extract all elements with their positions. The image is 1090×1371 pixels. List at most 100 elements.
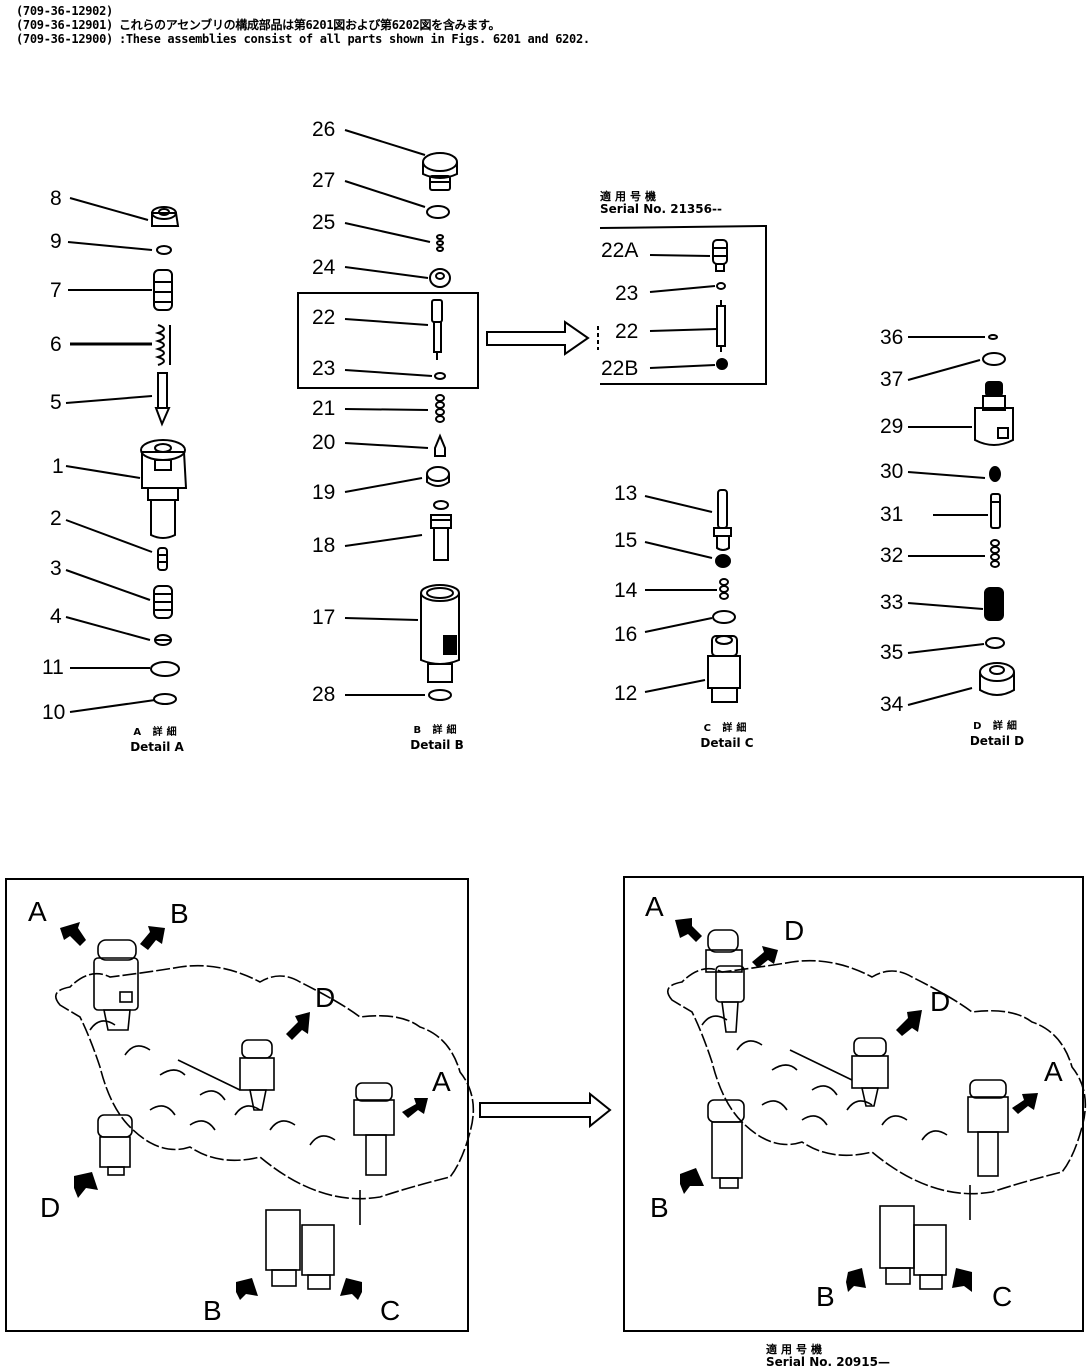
callout-14: 14 [614, 579, 638, 602]
detail-d-caption-jp: D 詳細 [973, 721, 1021, 732]
callout-37: 37 [880, 368, 904, 391]
right-label-d-mid: D [930, 986, 951, 1017]
callout-9: 9 [50, 230, 62, 253]
part-13-stem-icon [713, 489, 732, 551]
right-label-c-bottom: C [992, 1281, 1013, 1312]
part-number-3: (709-36-12900) [16, 32, 113, 46]
valve-block-outline [54, 964, 475, 1200]
right-pointer-arrows [675, 918, 1038, 1292]
left-assembly-drawing [54, 939, 475, 1290]
part-33-spring-icon [984, 587, 1004, 621]
part-24-nut-icon [429, 268, 451, 288]
callout-23-inset: 23 [615, 282, 639, 305]
note-english: :These assemblies consist of all parts s… [118, 32, 590, 46]
inset-serial-en: Serial No. 21356-- [600, 202, 722, 216]
detail-b-caption: B 詳細 Detail B [392, 724, 482, 752]
right-serial-jp: 適用号機 [766, 1343, 826, 1356]
callout-21: 21 [312, 397, 336, 420]
detail-a-caption-jp: A 詳細 [133, 727, 181, 738]
inset-leaders [649, 254, 718, 369]
right-valve-a-right-icon [967, 1079, 1009, 1177]
part-10-o-ring-icon [153, 693, 177, 705]
callout-27: 27 [312, 169, 336, 192]
part-22a-icon [712, 239, 728, 272]
detail-b-leaders [344, 129, 433, 696]
part-34-nut-icon [979, 662, 1015, 696]
right-assembly-frame [623, 876, 1084, 1332]
part-number-1: (709-36-12902) [16, 4, 113, 18]
pointer-b3-icon [680, 1168, 704, 1194]
part-1-valve-body-icon [140, 439, 188, 539]
right-label-b-low: B [650, 1192, 669, 1223]
part-6-spring-icon [154, 324, 171, 366]
part-7-spring-seat-icon [153, 269, 173, 311]
part-23-o-ring-icon [434, 372, 446, 380]
detail-a-caption: A 詳細 Detail A [112, 726, 202, 754]
arrow-right-bottom-icon [479, 1091, 612, 1129]
part-3-spring-icon [153, 585, 173, 619]
callout-22a: 22A [601, 239, 639, 262]
detail-b-caption-en: Detail B [410, 738, 464, 752]
detail-d-leaders [907, 336, 988, 706]
callout-11: 11 [42, 656, 64, 679]
detail-d-caption-en: Detail D [969, 734, 1025, 748]
callout-2: 2 [50, 507, 62, 530]
right-label-a-right: A [1044, 1056, 1063, 1087]
part-25-spring-icon [436, 234, 444, 252]
callout-16: 16 [614, 623, 638, 646]
right-label-b-bottom: B [816, 1281, 835, 1312]
callout-15: 15 [614, 529, 638, 552]
callout-1: 1 [52, 455, 64, 478]
part-8-nut-icon [151, 206, 180, 227]
inset-parts [712, 239, 728, 370]
pointer-b2-icon [236, 1278, 258, 1300]
right-assembly-drawing [666, 929, 1087, 1290]
left-pointer-arrows [60, 922, 428, 1300]
pointer-d4-icon [896, 1010, 922, 1036]
part-12-plug-icon [707, 635, 741, 703]
header-line-3: (709-36-12900) :These assemblies consist … [16, 33, 596, 45]
part-31-stem-icon [990, 493, 1001, 529]
part-number-2: (709-36-12901) [16, 18, 113, 32]
part-29-valve-body-icon [974, 381, 1014, 446]
part-2-spring-icon [157, 547, 168, 571]
callout-26: 26 [312, 118, 336, 141]
callout-17: 17 [312, 606, 336, 629]
pointer-a-icon [60, 922, 86, 946]
callout-10: 10 [42, 701, 66, 724]
part-35-o-ring-icon [985, 637, 1005, 649]
callout-24: 24 [312, 256, 336, 279]
callout-33: 33 [880, 591, 904, 614]
pointer-d2-icon [74, 1172, 98, 1198]
left-assembly-frame [5, 878, 469, 1332]
part-20-poppet-icon [434, 433, 446, 457]
part-19-seat-icon [426, 466, 450, 487]
detail-a-parts [140, 206, 188, 705]
note-japanese: これらのアセンブリの構成部品は第6201図および第6202図を含みます。 [118, 18, 501, 32]
detail-b-highlight-box [297, 292, 479, 389]
callout-20: 20 [312, 431, 336, 454]
callout-35: 35 [880, 641, 904, 664]
detail-d-parts [974, 334, 1015, 696]
right-label-d-top: D [784, 915, 805, 946]
header-line-2: (709-36-12901) これらのアセンブリの構成部品は第6201図および第6… [16, 19, 506, 31]
part-4-seat-icon [154, 634, 172, 646]
part-22-poppet-icon [431, 299, 443, 360]
detail-c-leaders [644, 495, 717, 693]
part-15-seat-icon [715, 554, 731, 568]
arrow-right-icon [486, 320, 590, 356]
callout-18: 18 [312, 534, 336, 557]
callout-36: 36 [880, 326, 904, 349]
callout-30: 30 [880, 460, 904, 483]
part-5-poppet-icon [154, 372, 171, 427]
callout-22-inset: 22 [615, 320, 639, 343]
detail-c-caption-en: Detail C [700, 736, 754, 750]
part-36-washer-icon [988, 334, 998, 340]
part-17-sleeve-icon [420, 584, 460, 683]
left-label-d-low: D [40, 1192, 61, 1223]
left-label-a-top: A [28, 896, 47, 927]
part-11-o-ring-icon [150, 661, 180, 677]
part-26-plug-icon [422, 152, 458, 191]
left-label-b-top: B [170, 898, 189, 929]
